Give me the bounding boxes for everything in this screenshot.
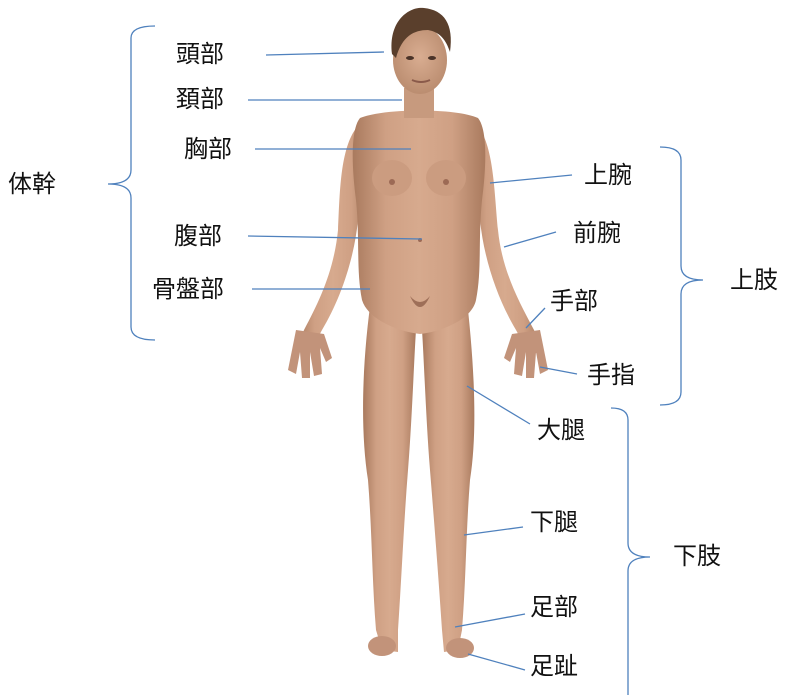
toes-leader-line (468, 654, 525, 670)
hand-leader-line (526, 308, 545, 328)
head-leader-line (266, 52, 384, 55)
lower-limb-bracket (611, 408, 650, 695)
lower-leg-leader-line (464, 527, 523, 535)
right-leg (422, 292, 474, 652)
left-hand (288, 330, 332, 378)
thigh-leader-line (467, 386, 530, 424)
right-hand (504, 330, 548, 378)
forearm-leader-line (504, 232, 556, 247)
torso-body (353, 111, 486, 335)
label-lower-limb: 下肢 (673, 544, 721, 568)
left-foot (368, 636, 396, 656)
label-hand: 手部 (550, 289, 598, 313)
label-upper-arm: 上腕 (584, 163, 632, 187)
label-thigh: 大腿 (537, 418, 585, 442)
label-foot: 足部 (530, 595, 578, 619)
human-figure (288, 8, 548, 658)
label-abdomen: 腹部 (174, 224, 222, 248)
label-head: 頭部 (176, 42, 224, 66)
upper-arm-leader-line (490, 175, 572, 183)
torso-bracket (108, 26, 155, 340)
label-fingers: 手指 (587, 363, 635, 387)
label-lower-leg: 下腿 (530, 510, 578, 534)
label-toes: 足趾 (530, 654, 578, 678)
label-neck: 頚部 (176, 87, 224, 111)
label-torso: 体幹 (8, 172, 56, 196)
left-leg (363, 292, 416, 652)
foot-leader-line (455, 614, 525, 627)
upper-limb-bracket (660, 147, 703, 405)
label-chest: 胸部 (184, 137, 232, 161)
label-forearm: 前腕 (573, 221, 621, 245)
label-upper-limb: 上肢 (730, 268, 778, 292)
label-pelvis: 骨盤部 (152, 277, 224, 301)
